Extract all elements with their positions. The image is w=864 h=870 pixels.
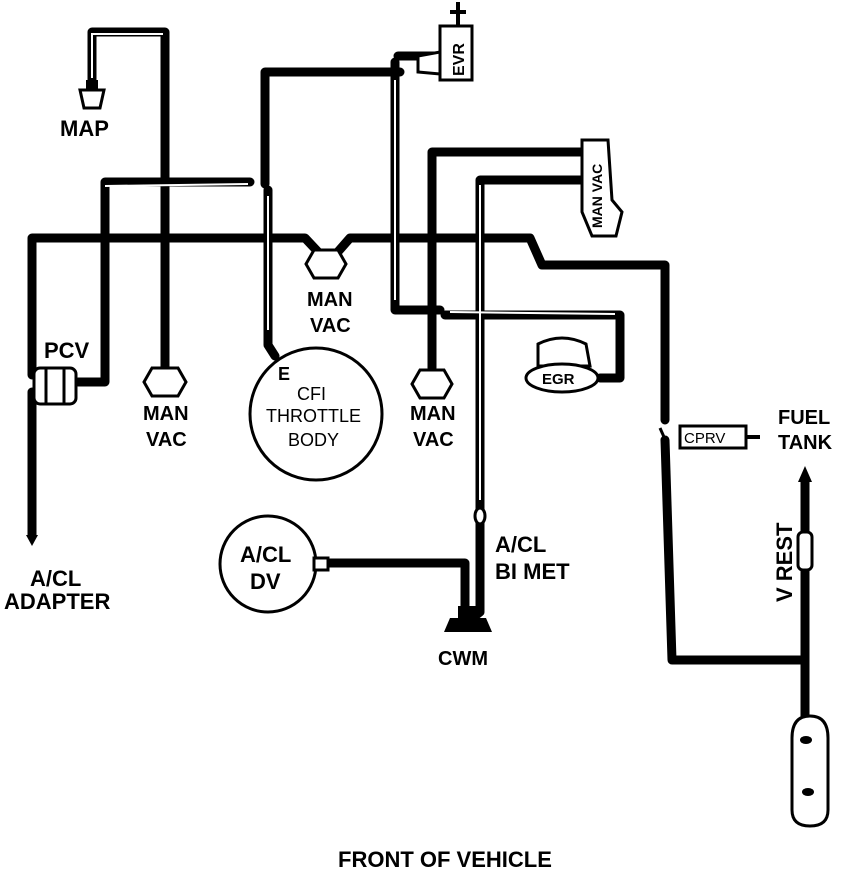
hose-throttle-drop (263, 185, 280, 361)
label-man-center: MAN (307, 289, 353, 311)
label-cfi-e: E (278, 364, 290, 384)
cold-weather-modulator (444, 606, 492, 632)
label-acl-adapter-1: A/CL (30, 566, 81, 591)
label-v-rest: V REST (772, 522, 797, 602)
label-throttle: THROTTLE (266, 406, 361, 426)
fuel-tank-arrow (798, 466, 812, 482)
hose-main-rail (27, 233, 670, 425)
hose-egr (440, 310, 625, 383)
label-vac-right: VAC (413, 429, 454, 451)
label-man-vac-vertical: MAN VAC (589, 164, 605, 228)
label-cwm: CWM (438, 648, 488, 670)
label-acl-bimet-1: A/CL (495, 532, 546, 557)
label-tank: TANK (778, 432, 833, 454)
label-evr: EVR (451, 43, 468, 76)
hose-cprv (660, 435, 810, 665)
label-egr: EGR (542, 371, 575, 388)
labels: MAP PCV MAN VAC MAN VAC MAN VAC E CFI TH… (4, 43, 833, 870)
label-man-left: MAN (143, 403, 189, 425)
label-bi-met: BI MET (495, 559, 570, 584)
label-man-right: MAN (410, 403, 456, 425)
hose-pcv (73, 177, 255, 387)
hose-man-vac-right (427, 147, 587, 373)
hose-bimet-low (465, 517, 485, 625)
pcv-valve (32, 366, 78, 406)
label-fuel: FUEL (778, 407, 830, 429)
man-vac-connector (580, 138, 624, 238)
label-dv: DV (250, 569, 281, 594)
label-adapter: ADAPTER (4, 589, 110, 614)
acl-dv-nipple (312, 556, 330, 572)
label-cprv: CPRV (684, 430, 725, 447)
acl-bimet-sensor (473, 506, 487, 526)
man-vac-port-left (142, 366, 188, 398)
label-front-of-vehicle: FRONT OF VEHICLE (338, 847, 552, 870)
label-map: MAP (60, 116, 109, 141)
label-vac-left: VAC (146, 429, 187, 451)
map-sensor (78, 80, 106, 110)
evr-solenoid (416, 2, 474, 82)
man-vac-port-center (304, 248, 348, 280)
cprv-valve (658, 424, 760, 450)
hose-acl-dv (311, 558, 470, 617)
hose-throttle-body (260, 67, 405, 189)
label-body: BODY (288, 430, 339, 450)
label-vac-center: VAC (310, 315, 351, 337)
vapor-restrictor (796, 530, 814, 572)
man-vac-port-right (410, 368, 454, 400)
cfi-throttle-body (248, 346, 384, 482)
label-pcv: PCV (44, 338, 90, 363)
label-cfi: CFI (297, 384, 326, 404)
egr-valve (524, 336, 600, 394)
vacuum-hoses (27, 27, 810, 725)
vapor-canister (790, 714, 830, 828)
acl-adapter-arrow (26, 535, 38, 546)
label-acl-dv-1: A/CL (240, 542, 291, 567)
